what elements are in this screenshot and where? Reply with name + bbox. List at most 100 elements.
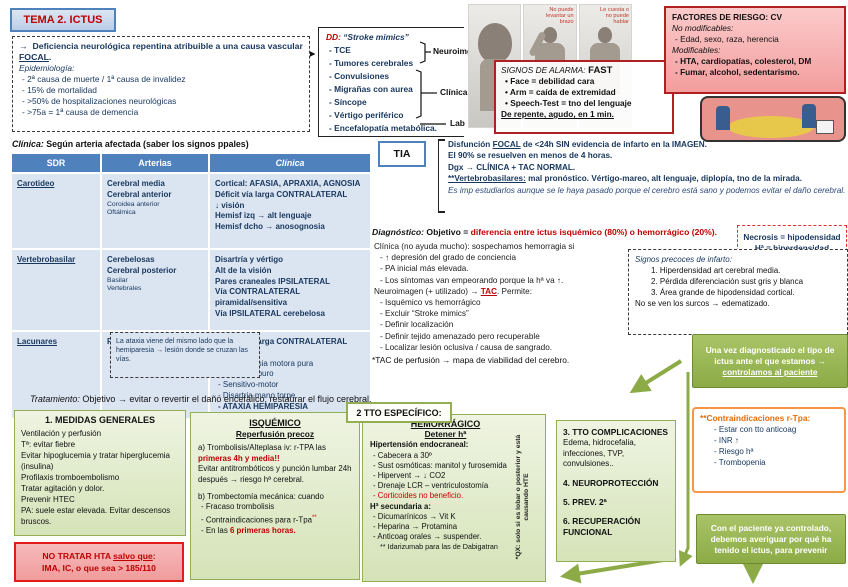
table-cell-arterias: Cerebelosas Cerebral posterior Basilar V…	[102, 250, 208, 330]
list-item: Migrañas con aurea	[326, 83, 460, 96]
cell-line: Disartria mano torpe	[215, 391, 365, 402]
section-title: 3. TTO COMPLICACIONES	[563, 427, 669, 437]
prevention-note-box: Con el paciente ya controlado, debemos a…	[696, 514, 846, 564]
risk-mod-label: Modificables:	[672, 45, 721, 55]
cell-line: Basilar	[107, 276, 128, 284]
photo-caption: Le cuesta o no puede hablar	[600, 7, 629, 25]
cell-line: Oftálmica	[107, 209, 136, 217]
diag-line: Clínica (no ayuda mucho): sospechamos he…	[374, 242, 575, 251]
cell-line: Vía IPSILATERAL cerebelosa	[215, 308, 325, 318]
no-treat-line: IMA, IC, o que sea > 185/110	[42, 563, 156, 573]
table-cell-clinica: Cortical: AFASIA, APRAXIA, AGNOSIA Défic…	[210, 174, 370, 248]
list-item: Corticoides no beneficio.	[370, 491, 521, 501]
contraindications-title: **Contraindicaciones r-Tpa:	[700, 413, 811, 423]
ischemic-box: ISQUÉMICO Reperfusión precoz a) Tromboli…	[190, 412, 360, 580]
hemorrhagic-box: HEMORRÁGICO Detener hª Hipertensión endo…	[362, 414, 546, 582]
clinical-table: SDR Arterias Clínica Carotideo Cerebral …	[12, 154, 370, 418]
section-body: Edema, hidrocefalia, infecciones, TVP, c…	[563, 437, 636, 469]
list-item: Estar con tto anticoag	[700, 424, 838, 435]
section-title: 4. NEUROPROTECCIÓN	[563, 478, 659, 489]
list-item: Convulsiones	[326, 70, 460, 83]
table-cell-arterias: Cerebral media Cerebral anterior Coroide…	[102, 174, 208, 248]
ataxia-note-box: La ataxia viene del mismo lado que la he…	[110, 332, 260, 378]
cartoon-shape	[816, 120, 834, 134]
table-intro: Clínica: Según arteria afectada (saber l…	[12, 139, 249, 149]
list-item: Heparina → Protamina	[370, 522, 521, 532]
cartoon-illustration	[700, 96, 846, 142]
list-item: Isquémico vs hemorrágico	[374, 297, 666, 308]
cell-line: ATAXIA HEMIPARESIA	[215, 402, 365, 413]
list-item: Encefalopatía metabólica.	[326, 122, 460, 135]
necrosis-line: Hª = hiperdensidad	[755, 243, 829, 254]
list-item: Síncope	[326, 96, 460, 109]
cell-line: ↓ visión	[215, 200, 245, 210]
person-silhouette	[542, 27, 557, 43]
tia-text-block: Disfunción FOCAL de <24h SIN evidencia d…	[448, 139, 846, 196]
page-title: TEMA 2. ICTUS	[10, 8, 116, 32]
diagnosis-to-control-arrow	[629, 359, 683, 394]
cell-line: Cerebral media	[107, 179, 165, 188]
list-item: Ventilación y perfusión	[21, 429, 102, 438]
list-item: Edad, sexo, raza, herencia	[672, 34, 838, 45]
list-item: Cabecera a 30º	[370, 451, 521, 461]
list-item: Anticoag orales → suspender.	[370, 532, 521, 542]
risk-factors-box: FACTORES DE RIESGO: CV No modificables: …	[664, 6, 846, 94]
list-item: Dicumarínicos → Vit K	[370, 512, 521, 522]
hemorrhagic-line: Hª secundaria a:	[370, 501, 431, 511]
cell-line: Cortical: AFASIA, APRAXIA, AGNOSIA	[215, 179, 361, 188]
tia-line: Disfunción FOCAL de <24h SIN evidencia d…	[448, 140, 707, 149]
list-item: Profilaxis tromboembolismo	[21, 473, 120, 482]
cartoon-shape	[728, 116, 814, 138]
list-item: PA: suele estar elevada. Evitar descenso…	[21, 506, 171, 526]
list-item: 2. Pérdida diferenciación sust gris y bl…	[651, 277, 804, 286]
diagnostico-heading: Diagnóstico: Objetivo = diferencia entre…	[372, 227, 718, 237]
cell-line: Pares craneales IPSILATERAL	[215, 276, 331, 286]
list-item: Vértigo periférico	[326, 109, 460, 122]
tia-bracket	[438, 139, 445, 213]
list-item: Arm = caída de extremidad	[501, 87, 667, 98]
cartoon-shape	[802, 104, 816, 128]
control-note-box: Una vez diagnosticado el tipo de ictus a…	[692, 334, 848, 388]
dd-group-lab: Lab	[450, 118, 465, 128]
list-item: Definir localización	[374, 319, 666, 330]
diag-line: Neuroimagen (+ utilizado) → TAC. Permite…	[374, 286, 532, 296]
list-item: 3. Área grande de hipodensidad cortical.	[651, 288, 795, 297]
list-item: Excluir “Stroke mimics”	[374, 308, 666, 319]
hemorrhagic-title: HEMORRÁGICO	[410, 419, 481, 429]
table-cell-clinica: Disartría y vértigo Alt de la visión Par…	[210, 250, 370, 330]
general-measures-box: 1. MEDIDAS GENERALES Ventilación y perfu…	[14, 410, 186, 536]
person-silhouette	[598, 27, 613, 43]
column-header: Clínica	[210, 154, 370, 172]
early-signs-title: Signos precoces de infarto:	[635, 255, 732, 264]
photo-caption: No puede levantar un brazo	[545, 7, 574, 25]
list-item: >75a = 1ª causa de demencia	[19, 107, 303, 118]
general-measures-title: 1. MEDIDAS GENERALES	[44, 415, 156, 425]
list-item: INR ↑	[700, 435, 838, 446]
list-item: PA inicial más elevada.	[374, 263, 666, 274]
ischemic-title: ISQUÉMICO	[249, 418, 301, 428]
cell-line: Alt de la visión	[215, 265, 272, 275]
fast-title: SIGNOS DE ALARMA: FAST	[501, 65, 613, 76]
list-item: Fracaso trombolisis	[198, 502, 352, 513]
prevention-note-text: Con el paciente ya controlado, debemos a…	[710, 522, 832, 555]
definition-box: → Deficiencia neurológica repentina atri…	[12, 36, 310, 132]
cell-line: Hemiparesia motora pura	[215, 359, 365, 370]
list-item: 15% de mortalidad	[19, 85, 303, 96]
epidemiologia-label: Epidemiología:	[19, 63, 75, 73]
cell-line: Hemisf izq → alt lenguaje	[215, 211, 312, 221]
ischemic-line: b) Trombectomía mecánica: cuando	[198, 491, 324, 501]
cell-line: Vertebrales	[107, 285, 142, 293]
risk-nonmod-label: No modificables:	[672, 23, 734, 33]
list-item: ↑ depresión del grado de conciencia	[374, 252, 666, 263]
list-item: En las 6 primeras horas.	[198, 526, 352, 537]
no-treat-line: NO TRATAR HTA salvo que:	[42, 551, 156, 561]
specific-treatment-label: 2 TTO ESPECÍFICO:	[346, 402, 452, 423]
risk-title: FACTORES DE RIESGO: CV	[672, 12, 783, 22]
tratamiento-heading: Tratamiento: Objetivo → evitar o reverti…	[30, 394, 372, 404]
cell-line: Hemisf dcho → anosognosia	[215, 222, 325, 232]
tia-line: **Vertebrobasilares: mal pronóstico. Vér…	[448, 174, 802, 184]
cell-line: Coroidea anterior	[107, 200, 160, 208]
surgery-vertical-note: *QX: solo si es lobar o posterior y está…	[515, 434, 530, 560]
list-item: Speech-Test = tno del lenguaje	[501, 98, 667, 109]
list-item: Fumar, alcohol, sedentarismo.	[672, 67, 838, 78]
